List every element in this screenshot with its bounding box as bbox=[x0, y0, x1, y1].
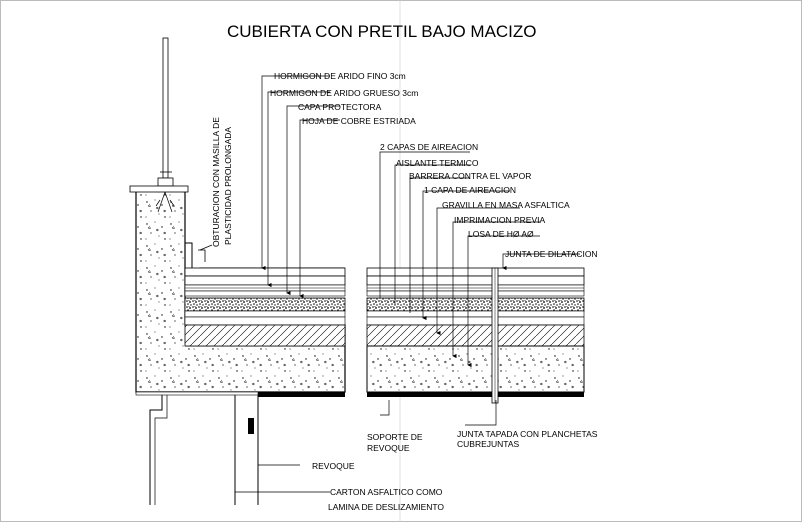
label-obturacion-line1: OBTURACION CON MASILLA DE bbox=[211, 117, 221, 247]
label-losa: LOSA DE HØ AØ bbox=[468, 229, 534, 239]
label-obturacion-line2: PLASTICIDAD PROLONGADA bbox=[223, 127, 233, 245]
label-capas-aireacion: 2 CAPAS DE AIREACION bbox=[380, 142, 478, 152]
label-carton-line2: LAMINA DE DESLIZAMIENTO bbox=[328, 502, 444, 512]
label-capa-protectora: CAPA PROTECTORA bbox=[298, 102, 382, 112]
label-soporte-line1: SOPORTE DE bbox=[367, 432, 423, 442]
roof-layers-left bbox=[184, 267, 346, 347]
label-revoque: REVOQUE bbox=[312, 461, 355, 471]
label-imprimacion: IMPRIMACION PREVIA bbox=[454, 215, 545, 225]
label-junta-tapada-line1: JUNTA TAPADA CON PLANCHETAS bbox=[457, 429, 598, 439]
label-una-capa: 1 CAPA DE AIREACION bbox=[424, 185, 516, 195]
label-hormigon-fino: HORMIGON DE ARIDO FINO 3cm bbox=[274, 71, 406, 81]
label-soporte-line2: REVOQUE bbox=[367, 443, 410, 453]
label-junta-dilatacion: JUNTA DE DILATACION bbox=[505, 249, 598, 259]
drawing-title: CUBIERTA CON PRETIL BAJO MACIZO bbox=[227, 22, 537, 41]
label-junta-tapada-line2: CUBREJUNTAS bbox=[457, 439, 520, 449]
annotation-labels: HORMIGON DE ARIDO FINO 3cm HORMIGON DE A… bbox=[211, 71, 598, 512]
label-barrera: BARRERA CONTRA EL VAPOR bbox=[409, 171, 531, 181]
label-hormigon-grueso: HORMIGON DE ARIDO GRUESO 3cm bbox=[270, 88, 418, 98]
leader-lines bbox=[199, 75, 580, 493]
slab-underside-left bbox=[135, 391, 345, 397]
label-hoja-cobre: HOJA DE COBRE ESTRIADA bbox=[302, 116, 416, 126]
expansion-joint bbox=[491, 267, 499, 404]
railing-post bbox=[129, 37, 189, 213]
label-carton-line1: CARTON ASFALTICO COMO bbox=[330, 487, 443, 497]
label-aislante: AISLANTE TERMICO bbox=[396, 158, 479, 168]
roof-layers-right bbox=[366, 267, 585, 397]
label-gravilla: GRAVILLA EN MASA ASFALTICA bbox=[442, 200, 570, 210]
